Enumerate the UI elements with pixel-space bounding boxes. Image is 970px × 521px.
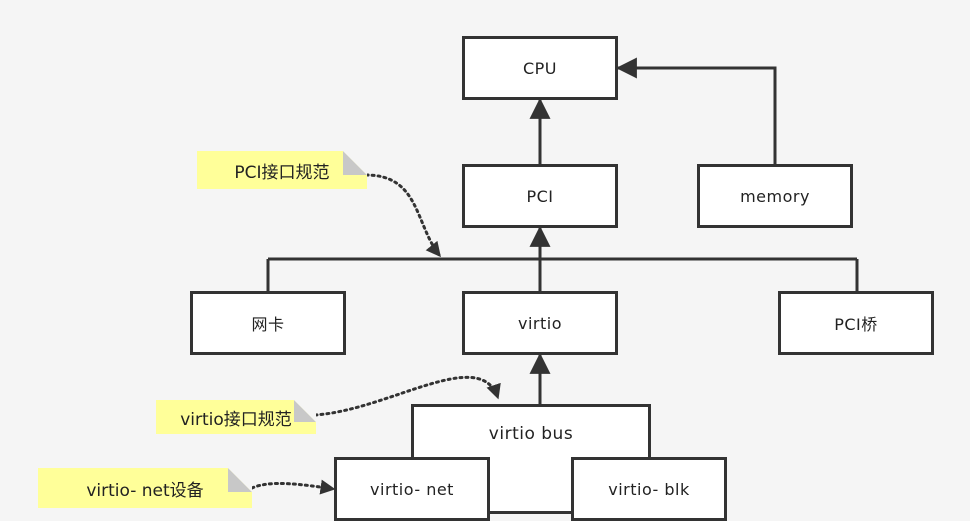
virtio-net-note-fold-icon — [228, 468, 252, 492]
virtio-net-device-note: virtio- net设备 — [38, 468, 252, 508]
virtio-blk-node: virtio- blk — [571, 457, 727, 521]
pci-bridge-node: PCI桥 — [778, 291, 934, 355]
connector-layer — [250, 57, 859, 495]
virtio-note-fold-icon — [294, 400, 316, 422]
memory-to-cpu-arrow — [615, 57, 777, 164]
pci-note-fold-icon — [343, 151, 367, 175]
pci-note-connector — [364, 173, 442, 258]
virtio-net-note-connector — [250, 479, 336, 495]
nic-node: 网卡 — [190, 291, 346, 355]
memory-node: memory — [697, 164, 853, 228]
virtio-interface-note: virtio接口规范 — [156, 400, 316, 434]
virtio-node: virtio — [462, 291, 618, 355]
cpu-node: CPU — [462, 36, 618, 100]
pci-node: PCI — [462, 164, 618, 228]
pci-interface-note: PCI接口规范 — [197, 151, 367, 189]
virtio-note-connector — [313, 375, 501, 417]
virtio-net-node: virtio- net — [334, 457, 490, 521]
